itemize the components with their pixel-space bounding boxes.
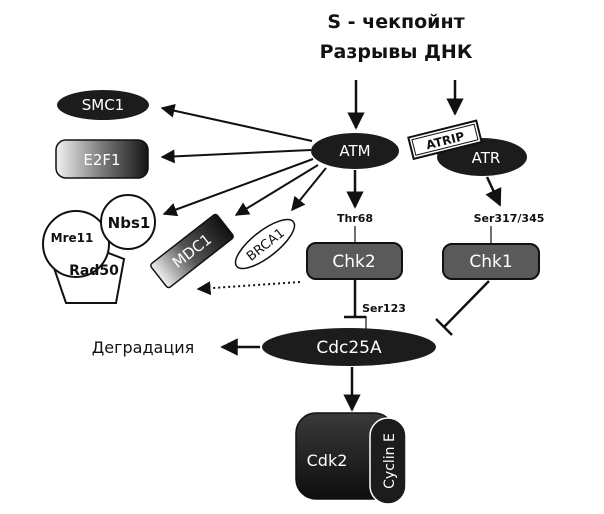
- chk1-label: Chk1: [469, 252, 512, 272]
- brca1-node: [234, 218, 296, 270]
- chk2-node: [306, 242, 403, 280]
- ser123-site-label: Ser123: [362, 302, 406, 315]
- atm-label: ATM: [339, 142, 370, 160]
- mdc1-group: MDC1: [150, 213, 234, 289]
- cdc25a-label: Cdc25A: [316, 338, 382, 358]
- arrow-atm-to-mdc1: [234, 164, 319, 216]
- atm-node: [311, 133, 399, 169]
- chk1-node: [442, 243, 540, 280]
- inhibit-chk1-to-cdc25a: [443, 280, 490, 328]
- thr68-site-label: Thr68: [337, 212, 373, 225]
- title-line-2: Разрывы ДНК: [320, 41, 473, 63]
- dotted-arrow-chk2-to-mdc1: [196, 281, 301, 296]
- rad50-label: Rad50: [69, 263, 119, 279]
- mre11-label: Mre11: [51, 231, 94, 245]
- degradation-label: Деградация: [92, 338, 195, 357]
- ser317-345-site-label: Ser317/345: [474, 212, 545, 225]
- chk2-label: Chk2: [332, 252, 375, 272]
- cdc25a-node: [262, 328, 436, 366]
- cdk2-label: Cdk2: [307, 451, 348, 470]
- mdc1-node: [150, 213, 234, 289]
- nbs1-label: Nbs1: [108, 214, 151, 232]
- cyclin-e-node: [369, 417, 407, 505]
- e2f1-node: [55, 139, 149, 179]
- mre11-node: [42, 210, 110, 278]
- nbs1-node: [100, 194, 156, 250]
- title-line-1: S - чекпойнт: [327, 11, 464, 33]
- cyclin-e-label: Cyclin E: [382, 433, 398, 489]
- atrip-group: ATRIP: [407, 119, 483, 161]
- arrow-atm-to-brca1: [291, 167, 327, 212]
- atrip-node: [407, 119, 483, 161]
- arrow-atm-to-smc1: [160, 103, 313, 142]
- atr-label: ATR: [472, 149, 501, 167]
- smc1-node: [57, 90, 149, 120]
- e2f1-label: E2F1: [83, 151, 120, 169]
- arrow-atm-to-e2f1: [160, 149, 312, 164]
- brca1-group: BRCA1: [234, 218, 296, 270]
- arrow-atm-to-nbs1: [162, 158, 314, 217]
- smc1-label: SMC1: [82, 96, 124, 114]
- arrow-atr-to-chk1: [485, 176, 502, 207]
